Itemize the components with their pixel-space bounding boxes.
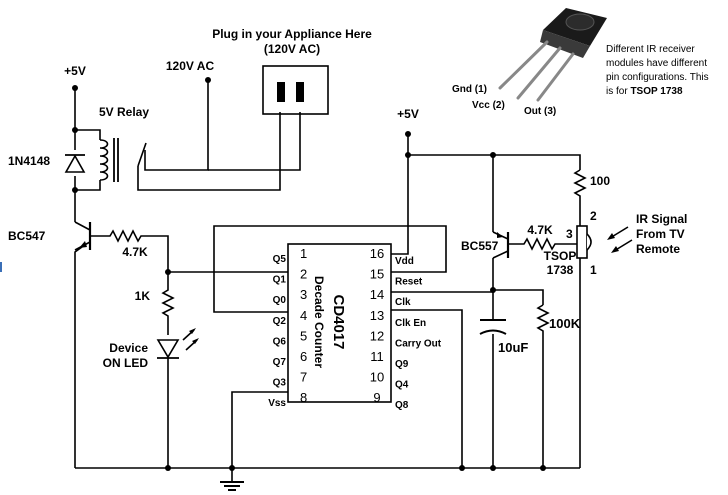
- note-line3: pin configurations. This: [606, 72, 709, 83]
- chip-pin-label: Carry Out: [395, 338, 442, 349]
- chip-pin-number: 13: [370, 308, 384, 323]
- ir-signal-arrows-icon: [607, 226, 633, 253]
- tsop-pin3-label: 3: [566, 227, 573, 241]
- chip-pin-label: Clk En: [395, 318, 426, 329]
- bc557-transistor-icon: [492, 231, 510, 259]
- tsop-module-illustration: [498, 8, 607, 102]
- chip-pin-label: Q0: [273, 295, 287, 306]
- chip-pin-number: 14: [370, 287, 384, 302]
- diode-label: 1N4148: [8, 154, 50, 168]
- tsop-label-line2: 1738: [547, 263, 574, 277]
- led-resistor-label: 1K: [135, 289, 151, 303]
- chip-wiring: [213, 155, 463, 468]
- bc557-label: BC557: [461, 239, 499, 253]
- relay-coil-icon: [99, 138, 119, 182]
- tsop-pin2-label: 2: [590, 209, 597, 223]
- relay-label: 5V Relay: [99, 105, 149, 119]
- note-line4-bold: TSOP 1738: [630, 86, 683, 97]
- chip-pin-label: Vss: [268, 398, 286, 409]
- ir-label-line3: Remote: [636, 242, 680, 256]
- gnd-pin-label: Gnd (1): [452, 84, 487, 95]
- bc547-label: BC547: [8, 229, 46, 243]
- chip-pin-label: Vdd: [395, 256, 414, 267]
- chip-pin-number: 10: [370, 370, 384, 385]
- chip-pin-number: 6: [300, 349, 307, 364]
- chip-pin-number: 1: [300, 246, 307, 261]
- note-line1: Different IR receiver: [606, 44, 695, 55]
- chip-pin-label: Clk: [395, 297, 411, 308]
- chip-pin-number: 15: [370, 267, 384, 282]
- chip-pin-label: Q7: [273, 357, 287, 368]
- vcc-pin-label: Vcc (2): [472, 100, 505, 111]
- capacitor-label: 10uF: [498, 340, 528, 355]
- chip-pin-label: Q6: [273, 336, 287, 347]
- chip-pin-number: 8: [300, 390, 307, 405]
- chip-pin-label: Reset: [395, 277, 423, 288]
- relay-switch-icon: [137, 80, 301, 191]
- chip-pin-label: Q2: [273, 316, 287, 327]
- ac-120v-label: 120V AC: [166, 59, 215, 73]
- chip-pin-number: 2: [300, 267, 307, 282]
- plug-title-line2: (120V AC): [264, 42, 320, 56]
- ground-icon: [220, 468, 244, 491]
- chip-pin-label: Q5: [273, 254, 287, 265]
- right-wiring: [391, 134, 587, 471]
- led-icon: [156, 328, 199, 468]
- led-resistor-icon: [161, 272, 175, 335]
- base-resistor-label: 4.7K: [122, 245, 148, 259]
- note-line2: modules have different: [606, 58, 707, 69]
- chip-pin-number: 3: [300, 287, 307, 302]
- tsop-sensor-icon: [576, 225, 592, 259]
- plus5v-right-label: +5V: [397, 107, 419, 121]
- diode-1n4148-icon: [64, 154, 86, 173]
- capacitor-icon: [479, 319, 507, 335]
- ir-label-line2: From TV: [636, 227, 685, 241]
- tsop-label-line1: TSOP: [544, 249, 577, 263]
- note-line4-plain: is for: [606, 86, 630, 97]
- ir-label-line1: IR Signal: [636, 212, 687, 226]
- chip-name: CD4017: [330, 294, 347, 349]
- base-resistor-icon: [90, 229, 169, 272]
- tsop-pin1-label: 1: [590, 263, 597, 277]
- note-line4: is for TSOP 1738: [606, 86, 683, 97]
- chip-pin-label: Q4: [395, 380, 409, 391]
- chip-pin-label: Q1: [273, 275, 287, 286]
- bc547-transistor-icon: [74, 221, 92, 251]
- chip-pin-number: 7: [300, 370, 307, 385]
- chip-pin-number: 16: [370, 246, 384, 261]
- ac-outlet-icon: [262, 65, 329, 115]
- right-resistor-label: 4.7K: [527, 223, 553, 237]
- resistor-100-label: 100: [590, 174, 610, 188]
- chip-pin-number: 12: [370, 328, 384, 343]
- out-pin-label: Out (3): [524, 106, 556, 117]
- resistor-100k-label: 100K: [549, 316, 581, 331]
- chip-pin-label: Q3: [273, 378, 287, 389]
- plug-title-line1: Plug in your Appliance Here: [212, 27, 372, 41]
- chip-pin-label: Q9: [395, 359, 409, 370]
- led-label-line2: ON LED: [103, 356, 149, 370]
- chip-pin-number: 4: [300, 308, 307, 323]
- chip-pin-number: 11: [370, 349, 384, 364]
- chip-pin-number: 5: [300, 328, 307, 343]
- plus5v-left-label: +5V: [64, 64, 86, 78]
- chip-subtitle: Decade Counter: [312, 276, 326, 368]
- chip-pin-label: Q8: [395, 400, 409, 411]
- cd4017-chip: [287, 243, 392, 403]
- led-label-line1: Device: [109, 341, 148, 355]
- chip-pin-number: 9: [373, 390, 380, 405]
